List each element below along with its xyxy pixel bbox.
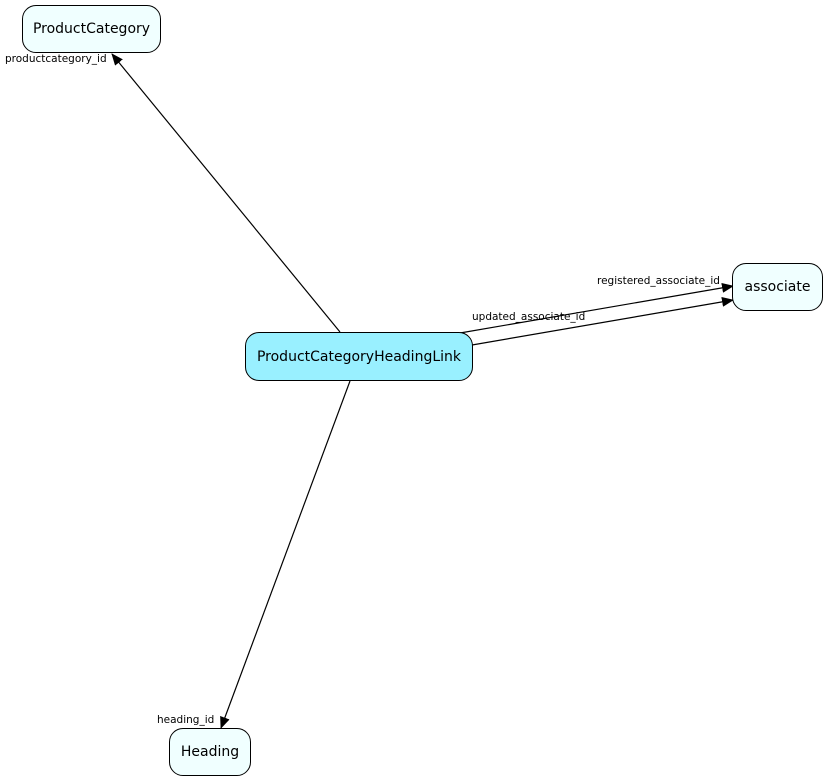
edge-productcategory-id bbox=[111, 53, 341, 333]
node-heading[interactable]: Heading bbox=[169, 728, 251, 776]
node-productcategory[interactable]: ProductCategory bbox=[22, 5, 161, 53]
node-productcategoryheadinglink[interactable]: ProductCategoryHeadingLink bbox=[245, 332, 473, 381]
node-associate[interactable]: associate bbox=[732, 263, 823, 311]
edge-label-updated-associate-id: updated_associate_id bbox=[472, 311, 586, 323]
edge-updated-associate-id bbox=[471, 296, 734, 346]
edge-label-productcategory-id: productcategory_id bbox=[5, 53, 107, 65]
edge-label-heading-id: heading_id bbox=[157, 714, 215, 726]
edge-label-registered-associate-id: registered_associate_id bbox=[597, 275, 720, 287]
edge-registered-associate-id bbox=[459, 282, 734, 334]
edge-heading-id bbox=[220, 380, 351, 729]
